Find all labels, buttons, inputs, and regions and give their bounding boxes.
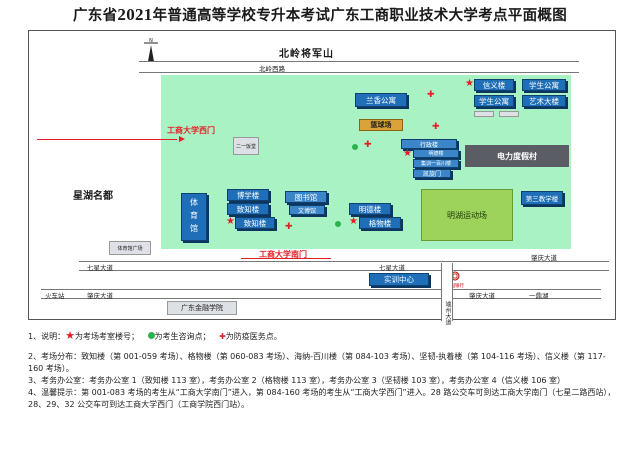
consult-dot-icon [335,221,341,227]
building-hainan: 集训一百川楼 [413,159,459,168]
legend: 1、说明：★为考场考室楼号； 为考生咨询点； ✚为防疫医务点。 2、考场分布：致… [28,330,618,411]
legend-line-4: 4、温馨提示：第 001-083 考场的考生从“工商大学南门”进入，第 084-… [28,388,616,409]
building-kaixuan: 凯旋门 [413,169,451,178]
north-mountain-label: 北岭将军山 [279,49,334,60]
building-museum: 文博馆 [289,205,325,215]
building-canteen-2: 二一饭堂 [233,137,259,155]
building-library: 图书馆 [285,191,327,203]
building-jianren: 明德楼 [413,149,459,158]
building-xinyi: 信义楼 [474,79,514,91]
consult-dot-icon [147,332,155,339]
building-gewu: 格物楼 [359,217,401,229]
page-title: 广东省2021年普通高等学校专升本考试广东工商职业技术大学考点平面概图 [72,5,567,24]
north-road [139,61,579,73]
legend-line-2: 2、考场分布：致知楼（第 001-059 考场）、格物楼（第 060-083 考… [28,352,606,373]
duanzhou-road [441,263,453,321]
legend-line-1: 1、说明：★为考场考室楼号； 为考生咨询点； ✚为防疫医务点。 [28,329,282,342]
exam-star-icon: ★ [465,78,474,89]
west-gate-label: 工商大学西门 [167,126,215,135]
building-mingsi: 明德楼 [349,203,391,215]
qixing-road [79,261,609,271]
medical-cross-icon: ✚ [285,222,293,232]
exam-star-icon: ★ [65,329,75,342]
xinghu-label: 星湖名都 [73,191,113,202]
medical-cross-icon: ✚ [432,122,440,132]
building-power-resort: 电力度假村 [465,145,569,167]
basketball-court: 篮球场 [359,119,403,131]
campus-map: N 北岭将军山 北岭西路 星湖名都 工商大学西门 信义楼 ★ 学生公寓 兰香公寓… [28,30,616,325]
building-zhixing: 致知楼 [227,203,269,215]
medical-cross-icon: ✚ [427,90,435,100]
building-third-teaching: 第三教学楼 [521,191,563,205]
north-road-label: 北岭西路 [259,65,285,73]
legend-line-3: 3、考务办公室：考务办公室 1（致知楼 113 室），考务办公室 2（格物楼 1… [28,376,566,385]
building-training-center: 实训中心 [369,273,429,286]
building-student-apt-1: 学生公寓 [522,79,566,91]
building-boxue: 博学楼 [227,189,269,201]
svg-text:N: N [149,38,153,44]
exam-star-icon: ★ [349,216,358,227]
medical-cross-icon: ✚ [219,332,226,341]
south-gate-label: 工商大学南门 [259,250,307,259]
building-admin: 行政楼 [401,139,457,149]
building-art: 艺术大楼 [522,95,566,107]
square: 体育馆广场 [109,241,151,255]
building-zhizhi: 致知楼 [235,217,275,229]
consult-dot-icon [352,144,358,150]
building-gym: 体育馆 [181,193,207,241]
finance-college: 广东金融学院 [167,301,237,315]
building-lanxiang: 兰香公寓 [355,93,407,107]
zhaoqing-road [41,289,601,299]
exam-star-icon: ★ [226,216,235,227]
building-student-apt-2: 学生公寓 [474,95,514,107]
medical-cross-icon: ✚ [364,140,372,150]
minghu-sports-field: 明湖运动场 [421,189,513,241]
exam-star-icon: ★ [403,148,412,159]
